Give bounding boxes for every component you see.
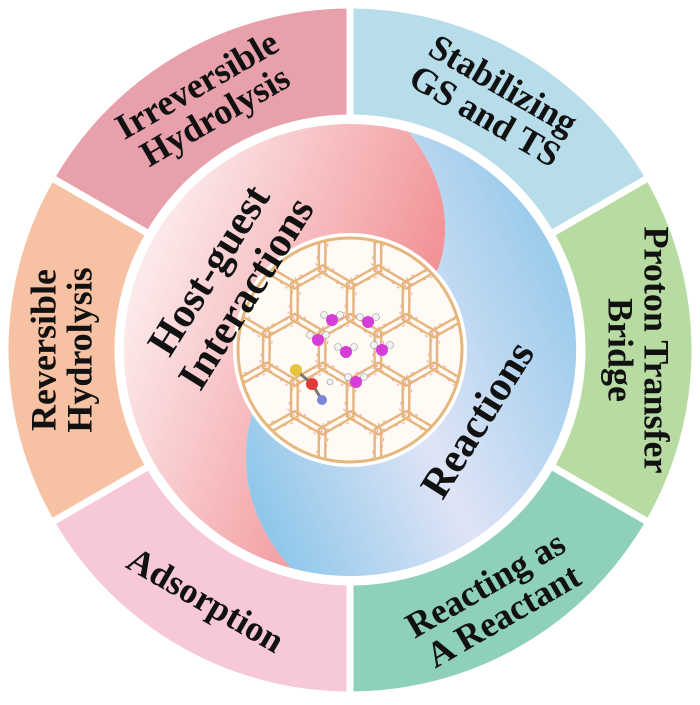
water-molecule (344, 373, 368, 388)
segment-reversible-hydrolysis (1, 172, 154, 528)
water-molecule (370, 341, 394, 356)
segment-label-line: Reversible (24, 269, 64, 431)
segment-label-line: Bridge (601, 298, 641, 402)
water-molecule (320, 311, 344, 326)
segment-label-line: Hydrolysis (60, 267, 100, 432)
guest-molecule (290, 364, 334, 405)
segment-label-line: Proton Transfer (637, 227, 677, 474)
water-molecule (334, 343, 358, 358)
water-molecule (356, 313, 380, 328)
water-molecule (306, 331, 330, 346)
